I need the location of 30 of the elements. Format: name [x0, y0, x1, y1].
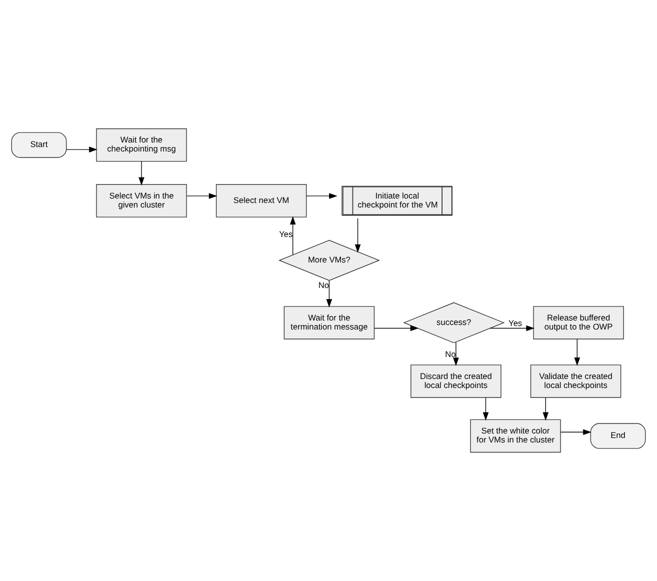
arrow	[560, 429, 592, 436]
edge-label: No	[445, 348, 456, 359]
arrow	[354, 218, 361, 253]
arrow	[186, 193, 218, 199]
arrow	[290, 216, 296, 256]
arrow	[138, 161, 144, 186]
arrow	[374, 325, 419, 332]
node-diamond: success?	[403, 302, 505, 344]
edge-label: No	[318, 280, 329, 290]
arrow	[574, 338, 580, 366]
node-box: Release buffered output to the OWP	[533, 306, 624, 340]
arrow	[490, 325, 535, 332]
node-box: Select next VM	[216, 184, 307, 218]
arrow	[453, 342, 459, 366]
arrow	[306, 193, 338, 199]
node-box: Wait for the termination message	[284, 306, 375, 340]
node-box: Select VMs in the given cluster	[96, 184, 187, 218]
node-box: Wait for the checkpointing msg	[96, 128, 187, 162]
node-box: End	[590, 423, 646, 449]
edge-label: Yes	[279, 229, 293, 240]
arrow	[326, 280, 332, 308]
node-box: Validate the created local checkpoints	[530, 364, 622, 398]
node-box: Set the white color for VMs in the cluster	[470, 419, 561, 453]
arrow	[542, 397, 549, 421]
edge-label: Yes	[508, 318, 522, 328]
node-diamond: More VMs?	[278, 240, 380, 281]
arrow	[66, 146, 98, 152]
arrow	[482, 397, 489, 421]
node-box: Discard the created local checkpoints	[410, 364, 502, 398]
node-box: Start	[11, 132, 67, 158]
